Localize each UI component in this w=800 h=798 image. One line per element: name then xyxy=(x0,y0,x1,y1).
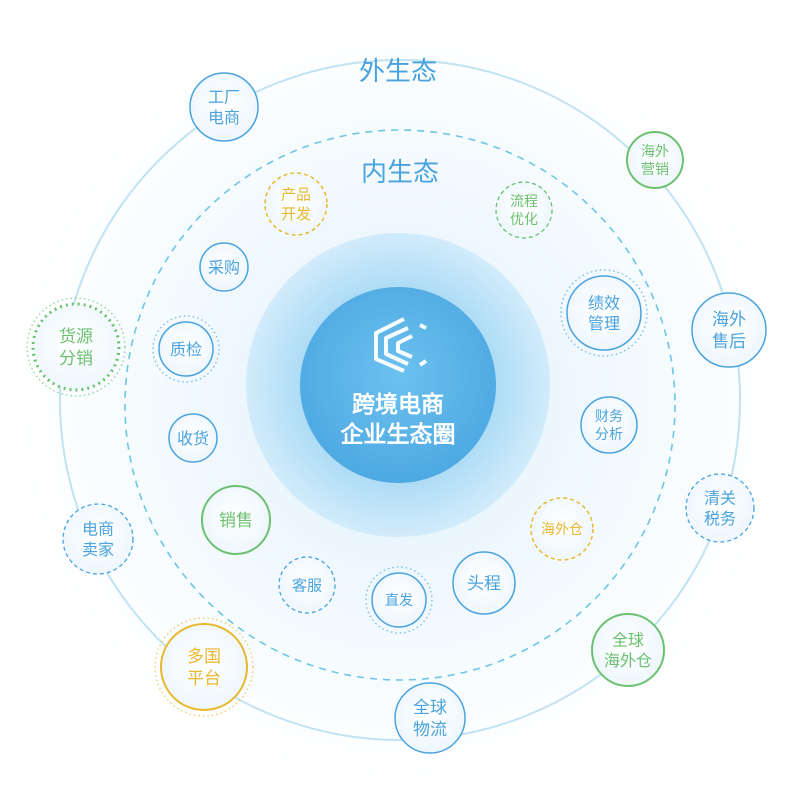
node-circle xyxy=(31,302,121,392)
node-label: 电商 xyxy=(208,108,240,127)
node-circle xyxy=(189,72,259,142)
node-label: 全球 xyxy=(612,630,644,649)
inner-ring xyxy=(124,129,676,681)
node-direct-shipping: 直发 xyxy=(365,566,433,634)
node-label: 物流 xyxy=(413,720,447,740)
node-procurement: 采购 xyxy=(199,242,249,292)
ecosystem-nodes: 工厂电商海外营销海外售后清关税务全球海外仓全球物流多国平台电商卖家货源分销产品开… xyxy=(26,72,767,754)
node-label: 质检 xyxy=(170,340,202,359)
node-quality-inspection: 质检 xyxy=(152,315,220,383)
node-outer-ring xyxy=(365,566,433,634)
node-label: 电商 xyxy=(82,519,114,538)
node-outer-ring xyxy=(560,269,648,357)
node-label: 海外 xyxy=(641,144,669,160)
node-label: 分析 xyxy=(595,427,623,443)
node-circle xyxy=(201,485,271,555)
node-circle xyxy=(199,242,249,292)
node-circle xyxy=(62,503,134,575)
node-circle xyxy=(264,172,328,236)
node-label: 财务 xyxy=(595,409,623,425)
node-label: 全球 xyxy=(413,698,447,718)
center-core xyxy=(300,287,496,483)
node-circle xyxy=(685,473,755,543)
center-title-line1: 跨境电商 xyxy=(352,391,444,418)
node-circle xyxy=(566,275,642,351)
node-label: 采购 xyxy=(208,258,240,277)
node-circle xyxy=(530,497,594,561)
node-label: 客服 xyxy=(292,576,322,594)
node-label: 海外 xyxy=(712,310,746,330)
node-label: 营销 xyxy=(641,162,669,178)
node-label: 货源 xyxy=(59,327,93,347)
node-label: 流程 xyxy=(510,194,538,210)
node-sales: 销售 xyxy=(201,485,271,555)
node-label: 海外仓 xyxy=(604,651,652,670)
node-label: 绩效 xyxy=(588,293,620,312)
node-circle xyxy=(168,413,218,463)
node-circle xyxy=(591,613,665,687)
node-label: 平台 xyxy=(187,669,221,689)
node-customer-service: 客服 xyxy=(278,556,336,614)
node-circle xyxy=(371,572,427,628)
node-label: 清关 xyxy=(704,488,736,507)
node-circle xyxy=(626,131,684,189)
node-receiving: 收货 xyxy=(168,413,218,463)
node-circle xyxy=(580,396,638,454)
node-label: 销售 xyxy=(219,511,253,531)
inner-ring-label: 内生态 xyxy=(361,158,439,188)
node-label: 卖家 xyxy=(82,540,114,559)
node-circle xyxy=(691,292,767,368)
node-label: 开发 xyxy=(281,205,311,223)
node-outer-ring xyxy=(152,315,220,383)
node-label: 直发 xyxy=(385,592,413,609)
node-label: 优化 xyxy=(510,212,538,228)
ecosystem-logo-icon xyxy=(374,317,428,373)
node-label: 工厂 xyxy=(208,87,240,106)
node-circle xyxy=(160,623,248,711)
node-outer-ring xyxy=(26,297,126,397)
node-circle xyxy=(158,321,214,377)
node-overseas-warehouse: 海外仓 xyxy=(530,497,594,561)
node-label: 海外仓 xyxy=(541,522,583,538)
node-first-leg: 头程 xyxy=(452,551,516,615)
node-label: 头程 xyxy=(467,574,501,594)
node-circle xyxy=(452,551,516,615)
node-label: 多国 xyxy=(187,647,221,667)
outer-ring xyxy=(59,59,741,741)
center-title-line2: 企业生态圈 xyxy=(340,421,456,448)
node-label: 售后 xyxy=(712,332,746,352)
node-label: 收货 xyxy=(177,429,209,448)
node-circle xyxy=(278,556,336,614)
outer-ring-label: 外生态 xyxy=(359,57,437,87)
node-label: 产品 xyxy=(281,186,311,204)
node-circle xyxy=(495,181,553,239)
node-label: 税务 xyxy=(704,509,736,528)
node-label: 分销 xyxy=(59,349,93,369)
node-circle xyxy=(394,682,466,754)
node-label: 管理 xyxy=(588,314,620,333)
node-outer-ring xyxy=(154,617,254,717)
